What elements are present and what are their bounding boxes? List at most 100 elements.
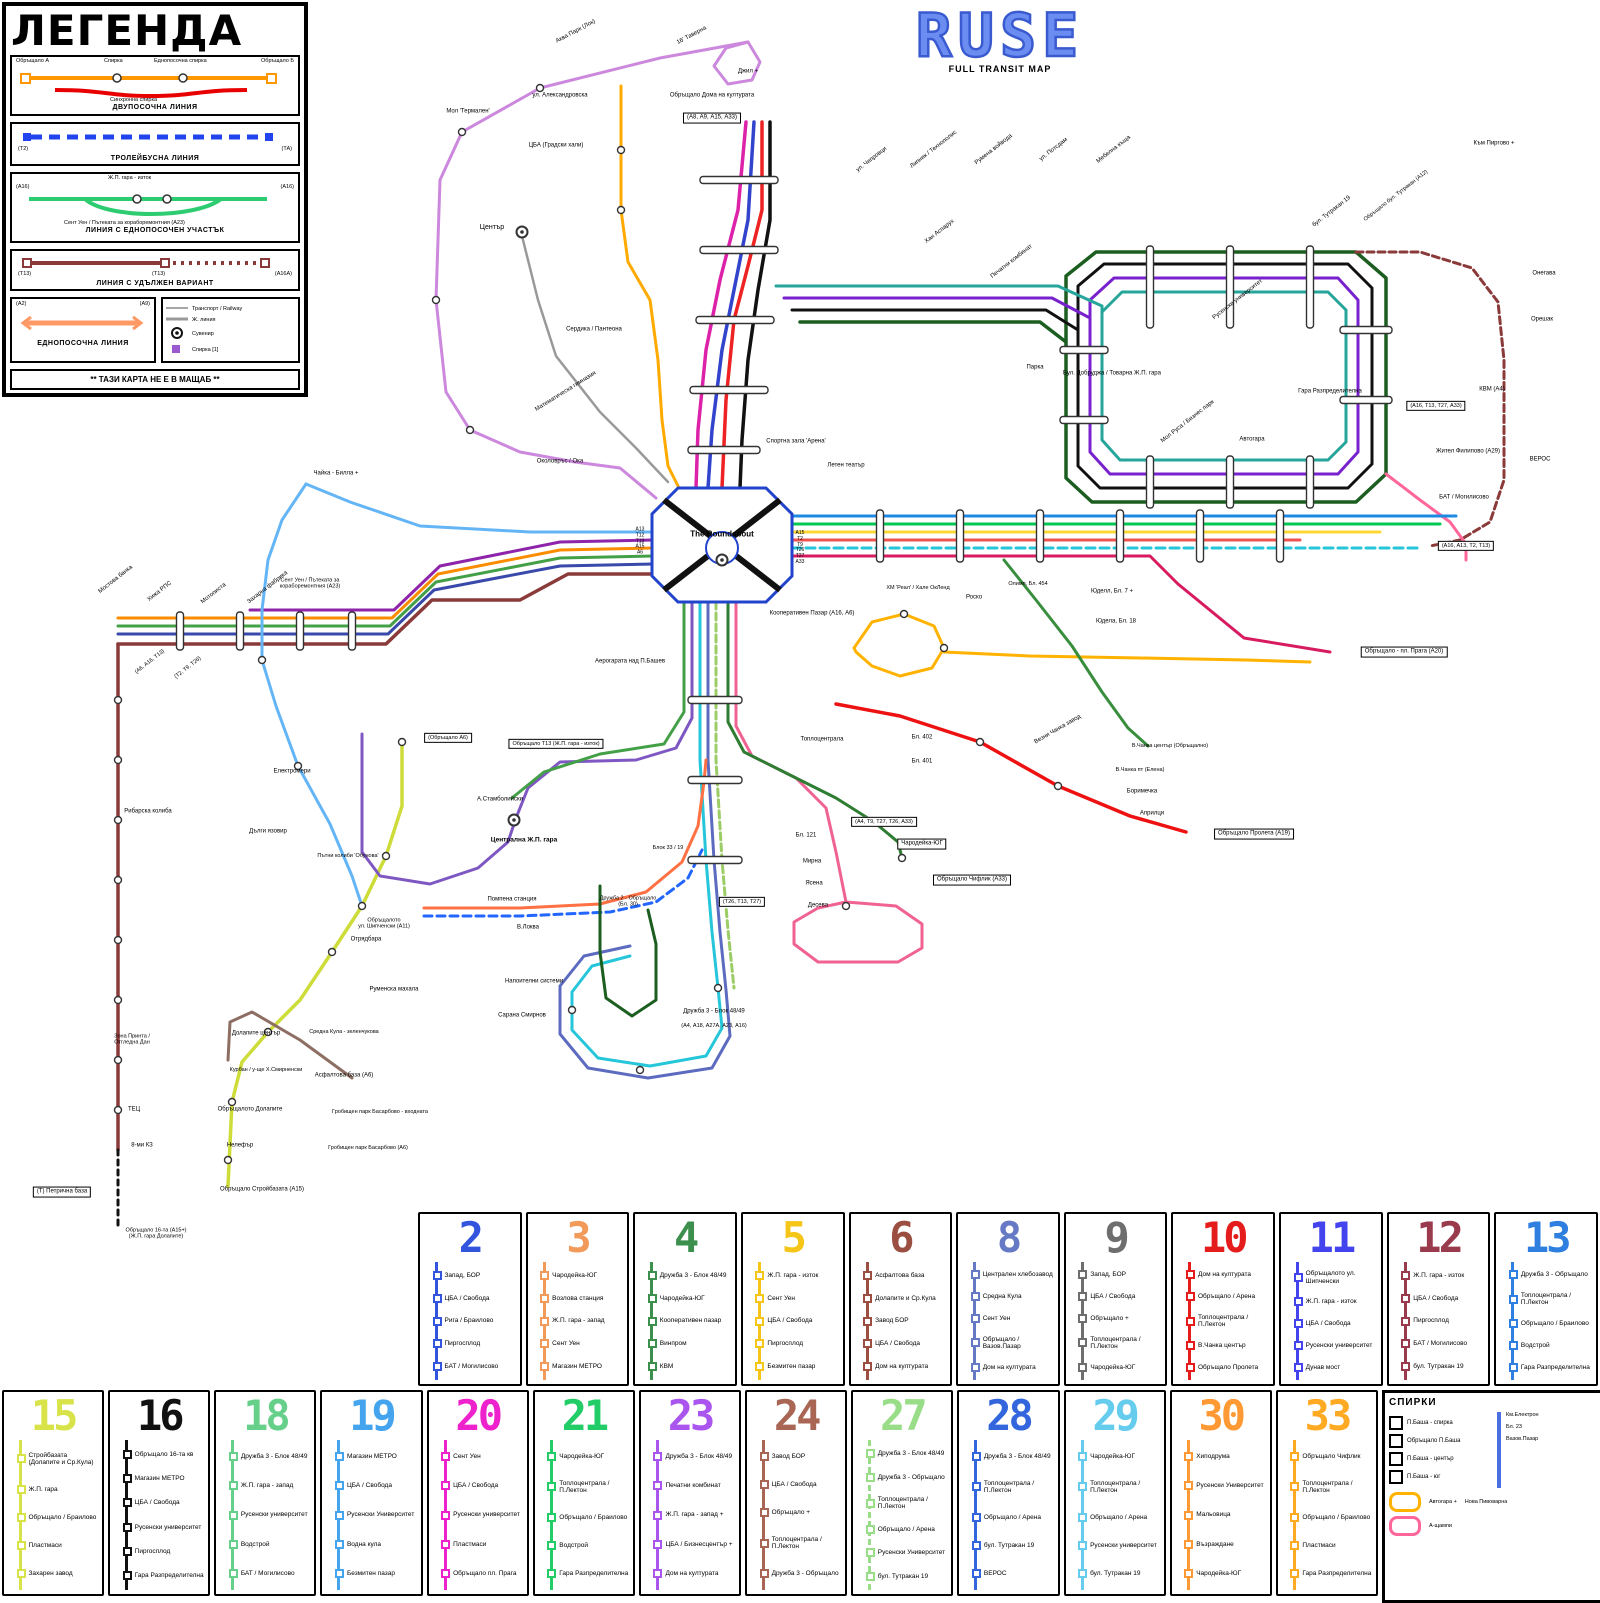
central-roundabout (650, 486, 794, 604)
route-stop: Русенски Университет (865, 1548, 948, 1558)
stop-name: Запад, БОР (1090, 1271, 1127, 1279)
route-stop: Захарен завод (16, 1569, 99, 1579)
stop-name: Дружба 3 - Блок 48/49 (659, 1271, 727, 1279)
legend-extended-variant-line: (Т13) (Т13) (А16А) ЛИНИЯ С УДЪЛЖЕН ВАРИА… (10, 249, 300, 292)
route-stop: ЦБА / Свобода (1078, 1292, 1163, 1302)
stop-name: Обръщало / Браилово (1520, 1320, 1589, 1328)
route-stop: Винпром (647, 1339, 732, 1349)
route-number: 16 (136, 1391, 185, 1440)
route-stop: Топлоцентрала / П.Лектон (1185, 1314, 1270, 1328)
stop-marker-icon (865, 1498, 875, 1508)
stop-marker-icon (1078, 1541, 1088, 1551)
route-stop: Ж.П. гара - изток (1401, 1270, 1486, 1280)
station-dot (257, 655, 267, 665)
route-stop: Кооперативен пазар (647, 1316, 732, 1326)
stop-marker-icon (122, 1498, 132, 1508)
legend-label: Синхронна спирка (110, 97, 158, 104)
transit-line (514, 600, 694, 820)
route-stop: Топлоцентрала / П.Лектон (1290, 1480, 1373, 1494)
stop-name: Дружба 3 - Блок 48/49 (983, 1452, 1051, 1460)
route-stop: Пиргосплод (1401, 1316, 1486, 1326)
route-number: 27 (880, 1391, 928, 1440)
stop-name: БАТ / Могилисово (1413, 1340, 1468, 1348)
station-dot (616, 205, 626, 215)
stop-marker-icon (971, 1451, 981, 1461)
route-stop: Обръщало / Браилово (547, 1513, 630, 1523)
transit-line (790, 262, 1374, 490)
transit-line (790, 554, 1332, 654)
route-stop: Возлова станция (540, 1293, 625, 1303)
stop-name: ЦБА / Свобода (134, 1499, 180, 1507)
transit-line (434, 40, 750, 500)
station-bar (699, 245, 779, 255)
lines-layer (116, 40, 1506, 1227)
stop-name: ЦБА / Свобода (1305, 1320, 1351, 1328)
route-stop: Русенски университет (228, 1510, 311, 1520)
transit-line (360, 732, 518, 886)
stops-legend-bottom-label: А-щампи (1429, 1523, 1452, 1529)
stop-marker-icon (1290, 1482, 1300, 1492)
station-dot (841, 901, 851, 911)
stop-marker-icon (647, 1362, 657, 1372)
route-stop: Чародейка-ЮГ (547, 1451, 630, 1461)
stop-marker-icon (1078, 1292, 1088, 1302)
stop-marker-icon (1293, 1319, 1303, 1329)
stop-marker-icon (547, 1451, 557, 1461)
route-stop: Водстрой (228, 1539, 311, 1549)
stop-name: Ж.П. гара - запад (240, 1482, 294, 1490)
route-stop: Топлоцентрала / П.Лектон (865, 1496, 948, 1510)
stop-name: Чародейка-ЮГ (1196, 1569, 1242, 1577)
stop-marker-icon (1078, 1513, 1088, 1523)
legend-two-way-line: Обръщало А Спирка Еднопосочна спирка Обр… (10, 55, 300, 117)
station-dot (381, 851, 391, 861)
stop-name: Ж.П. гара - изток (1305, 1298, 1357, 1306)
stop-marker-icon (122, 1522, 132, 1532)
station-dot (113, 875, 123, 885)
station-dot (635, 1065, 645, 1075)
stop-marker-icon (547, 1482, 557, 1492)
stop-name: Стройбазата (Долапите и Ср.Кула) (28, 1451, 94, 1466)
station-bar (687, 775, 743, 785)
stop-marker-icon (122, 1474, 132, 1484)
route-stop: Топлоцентрала / П.Лектон (759, 1536, 842, 1550)
stop-name: Русенски университет (240, 1511, 308, 1519)
station-dot (263, 1027, 273, 1037)
stop-name: Топлоцентрала / П.Лектон (1090, 1335, 1141, 1350)
station-dot (113, 755, 123, 765)
legend-caption: ТРОЛЕЙБУСНА ЛИНИЯ (110, 155, 200, 163)
stops-legend-item-label: П.Баша - спирка (1407, 1420, 1453, 1426)
stop-name: Дом на културата (665, 1569, 719, 1577)
route-stop: КВМ (647, 1362, 732, 1372)
route-stop: Гара Разпределителна (547, 1569, 630, 1579)
stop-name: Ж.П. гара - запад (552, 1317, 605, 1325)
page-subtitle: FULL TRANSIT MAP (948, 64, 1052, 74)
stop-marker-icon (1293, 1273, 1303, 1283)
transit-line (260, 482, 364, 908)
route-stop: Средна Кула (970, 1292, 1055, 1302)
stop-marker-icon (863, 1339, 873, 1349)
stop-name: Обръщало / Арена (983, 1514, 1041, 1522)
route-stop: бул. Тутракан 19 (1401, 1362, 1486, 1372)
station-dot (113, 815, 123, 825)
stop-marker-icon (653, 1539, 663, 1549)
route-stop: Обръщало Пролета (1185, 1362, 1270, 1372)
extended-variant-glyph (22, 258, 270, 269)
route-stop: Магазин МЕТРО (540, 1362, 625, 1372)
route-stop: Запад, БОР (432, 1270, 517, 1280)
station-bar (1225, 245, 1235, 329)
transit-line (726, 600, 904, 860)
route-stop: Дунав мост (1293, 1362, 1378, 1372)
route-stop: Дружба 3 - Обръщало (759, 1569, 842, 1579)
route-stop: Запад, БОР (1078, 1270, 1163, 1280)
